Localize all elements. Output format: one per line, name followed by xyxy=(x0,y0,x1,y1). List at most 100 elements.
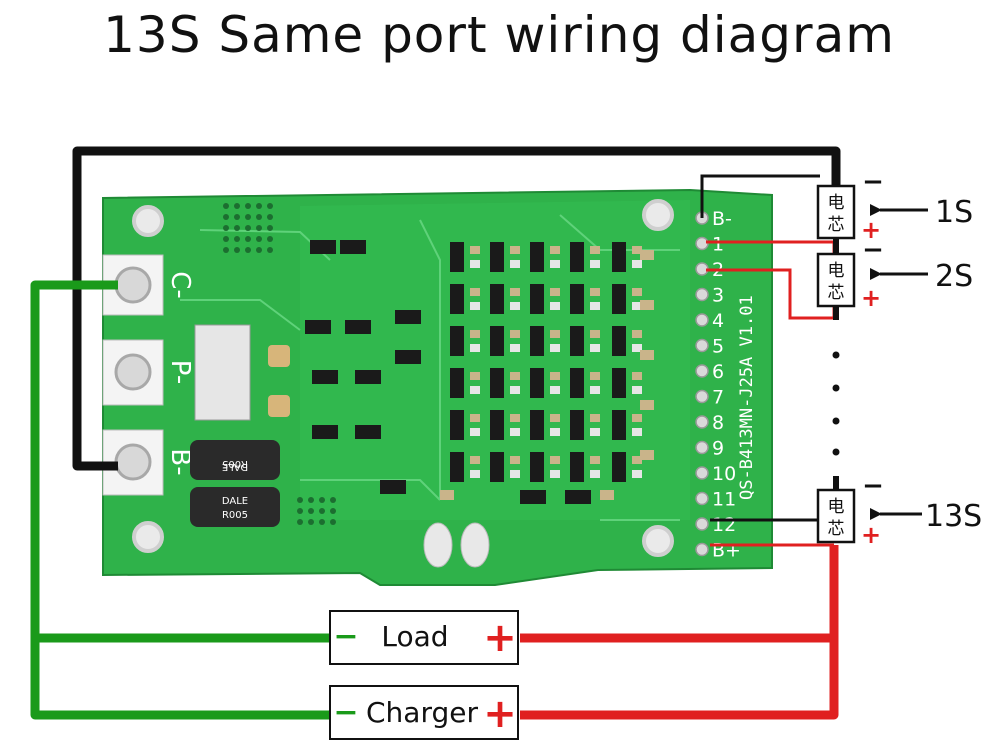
mosfet xyxy=(530,326,544,356)
mosfet xyxy=(570,242,584,272)
via xyxy=(330,508,336,514)
smd-resistor xyxy=(470,288,480,296)
via xyxy=(319,519,325,525)
smd-resistor xyxy=(550,246,560,254)
mosfet xyxy=(450,452,464,482)
via xyxy=(234,236,240,242)
via xyxy=(234,214,240,220)
smd-resistor xyxy=(550,414,560,422)
smd-resistor xyxy=(632,246,642,254)
balance-pad xyxy=(695,542,709,557)
via xyxy=(223,247,229,253)
board-silkscreen: QS-B413MN-J25A V1.01 xyxy=(737,295,757,500)
smd-resistor xyxy=(510,246,520,254)
port-label-p-minus: P- xyxy=(165,360,195,385)
charger-minus: − xyxy=(333,695,358,730)
smd-capacitor xyxy=(510,386,520,394)
smd-resistor xyxy=(632,414,642,422)
smd-resistor xyxy=(510,414,520,422)
smd-resistor xyxy=(470,456,480,464)
via xyxy=(245,247,251,253)
smd-resistor xyxy=(590,372,600,380)
load-minus: − xyxy=(333,619,358,654)
smd-capacitor xyxy=(470,428,480,436)
wires xyxy=(30,146,841,720)
mosfet xyxy=(490,410,504,440)
smd-capacitor xyxy=(550,428,560,436)
balance-pad-label: 4 xyxy=(712,310,724,332)
smd-resistor xyxy=(640,400,654,410)
mosfet xyxy=(530,452,544,482)
smd-resistor xyxy=(510,288,520,296)
mosfet xyxy=(612,410,626,440)
smd-resistor xyxy=(590,288,600,296)
cell-2s: 电 芯 − + 2S xyxy=(816,235,973,312)
board-ports: C- P- B- xyxy=(102,254,195,496)
mosfet xyxy=(612,326,626,356)
via xyxy=(267,203,273,209)
smd-resistor xyxy=(550,372,560,380)
balance-pad xyxy=(695,364,709,378)
via xyxy=(234,247,240,253)
smd-capacitor xyxy=(590,470,600,478)
smd-resistor xyxy=(590,330,600,338)
smd-capacitor xyxy=(590,302,600,310)
smd-resistor xyxy=(640,250,654,260)
balance-pad-label: 11 xyxy=(712,489,736,511)
via xyxy=(308,519,314,525)
smd-capacitor xyxy=(470,260,480,268)
resistor-1-marking: DALE xyxy=(222,461,248,472)
balance-pad-label: 7 xyxy=(712,387,724,409)
balance-pad-label: 10 xyxy=(712,463,736,485)
ic-chip xyxy=(312,425,338,439)
mosfet xyxy=(450,242,464,272)
via xyxy=(245,203,251,209)
balance-pad xyxy=(695,338,709,353)
smd-resistor xyxy=(640,450,654,460)
load-plus: + xyxy=(483,615,517,661)
cell-13s-label: 13S xyxy=(925,499,982,534)
smd-resistor xyxy=(550,288,560,296)
smd-resistor xyxy=(590,456,600,464)
ic-chip xyxy=(355,370,381,384)
sense-resistors: DALE R005 DALE R005 xyxy=(190,440,280,527)
via xyxy=(234,225,240,231)
via xyxy=(256,236,262,242)
mosfet xyxy=(490,452,504,482)
cell-1s-label: 1S xyxy=(935,195,973,230)
balance-pad-label: 12 xyxy=(712,514,736,536)
smd-capacitor xyxy=(470,386,480,394)
via xyxy=(297,519,303,525)
balance-pad xyxy=(695,389,709,404)
ic-chip xyxy=(565,490,591,504)
cell-13s-minus: − xyxy=(862,471,884,501)
port-label-c-minus: C- xyxy=(165,271,195,299)
series-continuation-dots xyxy=(832,351,840,456)
balance-pad-label: 1 xyxy=(712,234,724,256)
smd-resistor xyxy=(590,246,600,254)
smd-resistor xyxy=(640,350,654,360)
balance-pad xyxy=(695,415,709,429)
smd-resistor xyxy=(470,414,480,422)
mosfet xyxy=(450,326,464,356)
smd-resistor xyxy=(632,330,642,338)
balance-pad xyxy=(695,491,709,506)
smd-capacitor xyxy=(510,344,520,352)
smd-resistor xyxy=(550,456,560,464)
balance-pad-label: 6 xyxy=(712,361,724,383)
cell-2s-plus: + xyxy=(861,284,881,312)
via xyxy=(330,497,336,503)
ic-chip xyxy=(340,240,366,254)
smd-capacitor xyxy=(470,302,480,310)
wire-common-negative xyxy=(30,280,330,720)
load-box: − Load + xyxy=(329,610,519,665)
balance-pad xyxy=(695,313,709,327)
cell-1s-glyph-top: 电 xyxy=(828,193,845,213)
ic-chip xyxy=(395,350,421,364)
mosfet xyxy=(570,410,584,440)
via xyxy=(245,236,251,242)
balance-pad xyxy=(695,466,709,480)
resistor-2-value: R005 xyxy=(222,510,248,521)
balance-pad-label: 5 xyxy=(712,336,724,358)
